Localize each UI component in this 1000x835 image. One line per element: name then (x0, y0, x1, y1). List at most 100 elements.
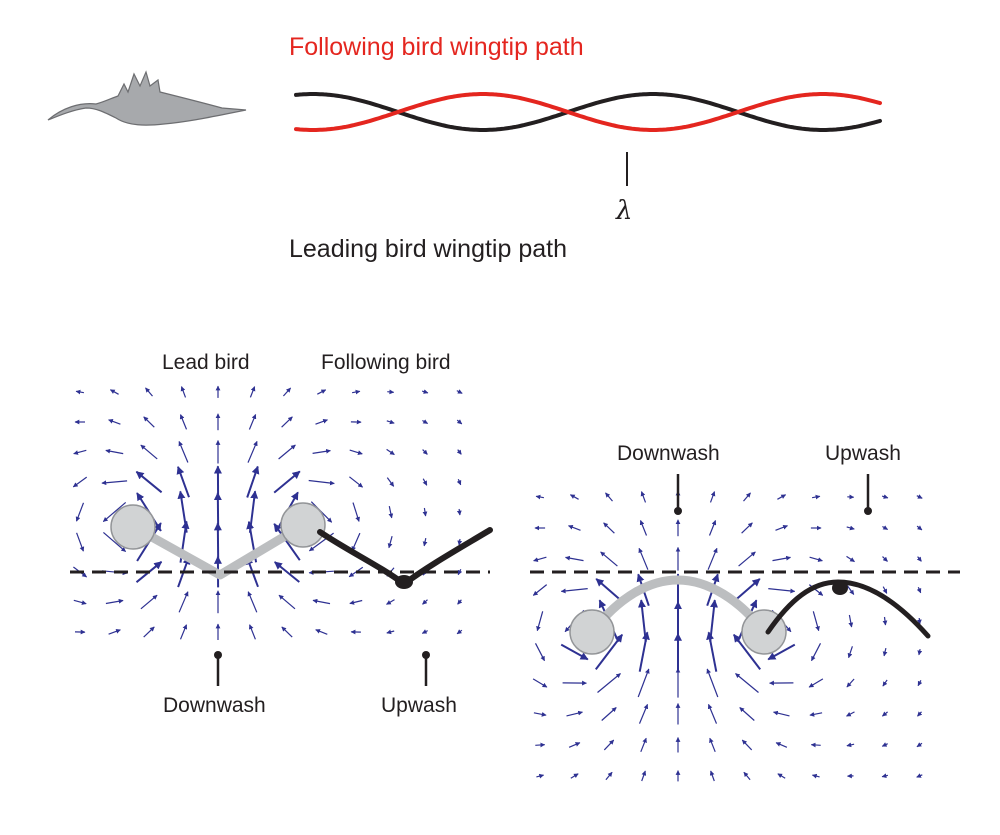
velocity-arrow-icon (308, 479, 335, 486)
velocity-arrow-icon (179, 414, 188, 430)
velocity-arrow-icon (811, 494, 821, 500)
velocity-arrow-icon (773, 710, 790, 717)
velocity-arrow-icon (315, 629, 328, 635)
velocity-arrow-icon (352, 502, 360, 522)
velocity-arrow-icon (847, 646, 853, 659)
velocity-arrow-icon (638, 547, 649, 570)
velocity-arrow-icon (422, 478, 428, 486)
velocity-arrow-icon (709, 599, 718, 643)
leading-wingtip-path (294, 92, 882, 132)
velocity-arrow-icon (595, 633, 623, 671)
velocity-arrow-icon (916, 773, 923, 778)
velocity-arrow-icon (605, 492, 613, 502)
velocity-arrow-icon (535, 494, 545, 500)
upwash-pointer-left (422, 651, 430, 686)
velocity-arrow-icon (108, 419, 121, 425)
velocity-arrow-icon (145, 387, 153, 397)
velocity-arrow-icon (387, 536, 393, 549)
velocity-arrow-icon (73, 449, 87, 455)
velocity-arrow-icon (312, 598, 331, 605)
velocity-arrow-icon (248, 624, 256, 640)
velocity-arrow-icon (422, 419, 429, 425)
velocity-arrow-icon (180, 386, 187, 398)
velocity-arrow-icon (422, 537, 428, 547)
velocity-arrow-icon (882, 616, 888, 626)
velocity-arrow-icon (809, 712, 823, 717)
velocity-arrow-icon (387, 389, 395, 395)
velocity-arrow-icon (317, 389, 327, 395)
velocity-arrow-icon (707, 547, 718, 570)
lead-bird-label: Lead bird (162, 351, 250, 374)
velocity-arrow-icon (103, 531, 126, 553)
velocity-arrow-icon (566, 710, 583, 717)
upwash-pointer-right (864, 474, 872, 515)
bird-silhouette-icon (47, 70, 247, 126)
velocity-arrow-icon (140, 444, 158, 460)
velocity-arrow-icon (568, 525, 581, 531)
downwash-label-left: Downwash (163, 694, 266, 717)
following-bird-wing-right (765, 579, 931, 639)
velocity-arrow-icon (917, 711, 923, 717)
velocity-arrow-icon (422, 449, 428, 455)
velocity-arrow-icon (775, 742, 788, 748)
tip-vortex-icon (110, 504, 156, 550)
velocity-arrow-icon (274, 561, 300, 583)
velocity-arrow-icon (178, 441, 189, 463)
velocity-arrow-icon (881, 494, 889, 499)
velocity-arrow-icon (638, 599, 647, 643)
velocity-arrow-icon (349, 476, 363, 488)
leading-path-label: Leading bird wingtip path (289, 235, 567, 263)
velocity-arrow-icon (101, 480, 128, 486)
velocity-arrow-icon (917, 680, 923, 687)
velocity-arrow-icon (808, 678, 824, 688)
velocity-arrow-icon (772, 555, 791, 562)
tip-vortex-icon (280, 502, 326, 548)
velocity-arrow-icon (143, 626, 155, 638)
velocity-arrow-icon (638, 703, 649, 724)
velocity-arrow-icon (916, 742, 923, 748)
velocity-arrow-icon (349, 449, 363, 455)
velocity-arrow-icon (135, 470, 163, 494)
velocity-arrow-icon (457, 538, 463, 546)
velocity-arrow-icon (916, 525, 923, 531)
velocity-arrow-icon (600, 551, 618, 567)
velocity-arrow-icon (560, 588, 588, 594)
velocity-arrow-icon (708, 520, 717, 536)
velocity-arrow-icon (421, 629, 428, 634)
velocity-arrow-icon (457, 599, 463, 605)
velocity-arrow-icon (315, 419, 328, 425)
downwash-pointer-left (214, 651, 222, 686)
velocity-arrow-icon (421, 389, 429, 394)
following-bird-body-right (832, 581, 848, 595)
velocity-arrow-icon (882, 647, 888, 657)
tip-vortex-icon (569, 609, 615, 655)
velocity-arrow-icon (108, 629, 121, 635)
velocity-arrow-icon (709, 770, 715, 782)
velocity-arrow-icon (72, 476, 88, 488)
velocity-arrow-icon (811, 773, 820, 779)
velocity-arrow-icon (882, 679, 888, 687)
velocity-arrow-icon (247, 440, 258, 463)
velocity-arrow-icon (456, 389, 463, 394)
upwash-label-right: Upwash (825, 442, 901, 465)
velocity-arrow-icon (882, 556, 888, 562)
lead-bird-wing-right (587, 575, 769, 637)
velocity-arrow-icon (882, 525, 889, 531)
velocity-arrow-icon (278, 594, 296, 610)
velocity-arrow-icon (386, 599, 395, 605)
velocity-arrow-icon (743, 771, 751, 781)
velocity-arrow-icon (273, 523, 301, 561)
velocity-arrow-icon (456, 508, 462, 516)
velocity-arrow-icon (178, 591, 189, 613)
velocity-arrow-icon (848, 614, 854, 628)
velocity-arrow-icon (456, 449, 462, 455)
velocity-arrow-icon (75, 389, 85, 395)
velocity-arrow-icon (846, 711, 855, 717)
velocity-arrow-icon (882, 711, 888, 717)
velocity-arrow-icon (739, 707, 755, 721)
velocity-arrow-icon (810, 643, 822, 662)
velocity-arrow-icon (533, 556, 547, 562)
top-panel: Following bird wingtip path λ Leading bi… (47, 33, 882, 263)
velocity-arrow-icon (916, 586, 922, 594)
